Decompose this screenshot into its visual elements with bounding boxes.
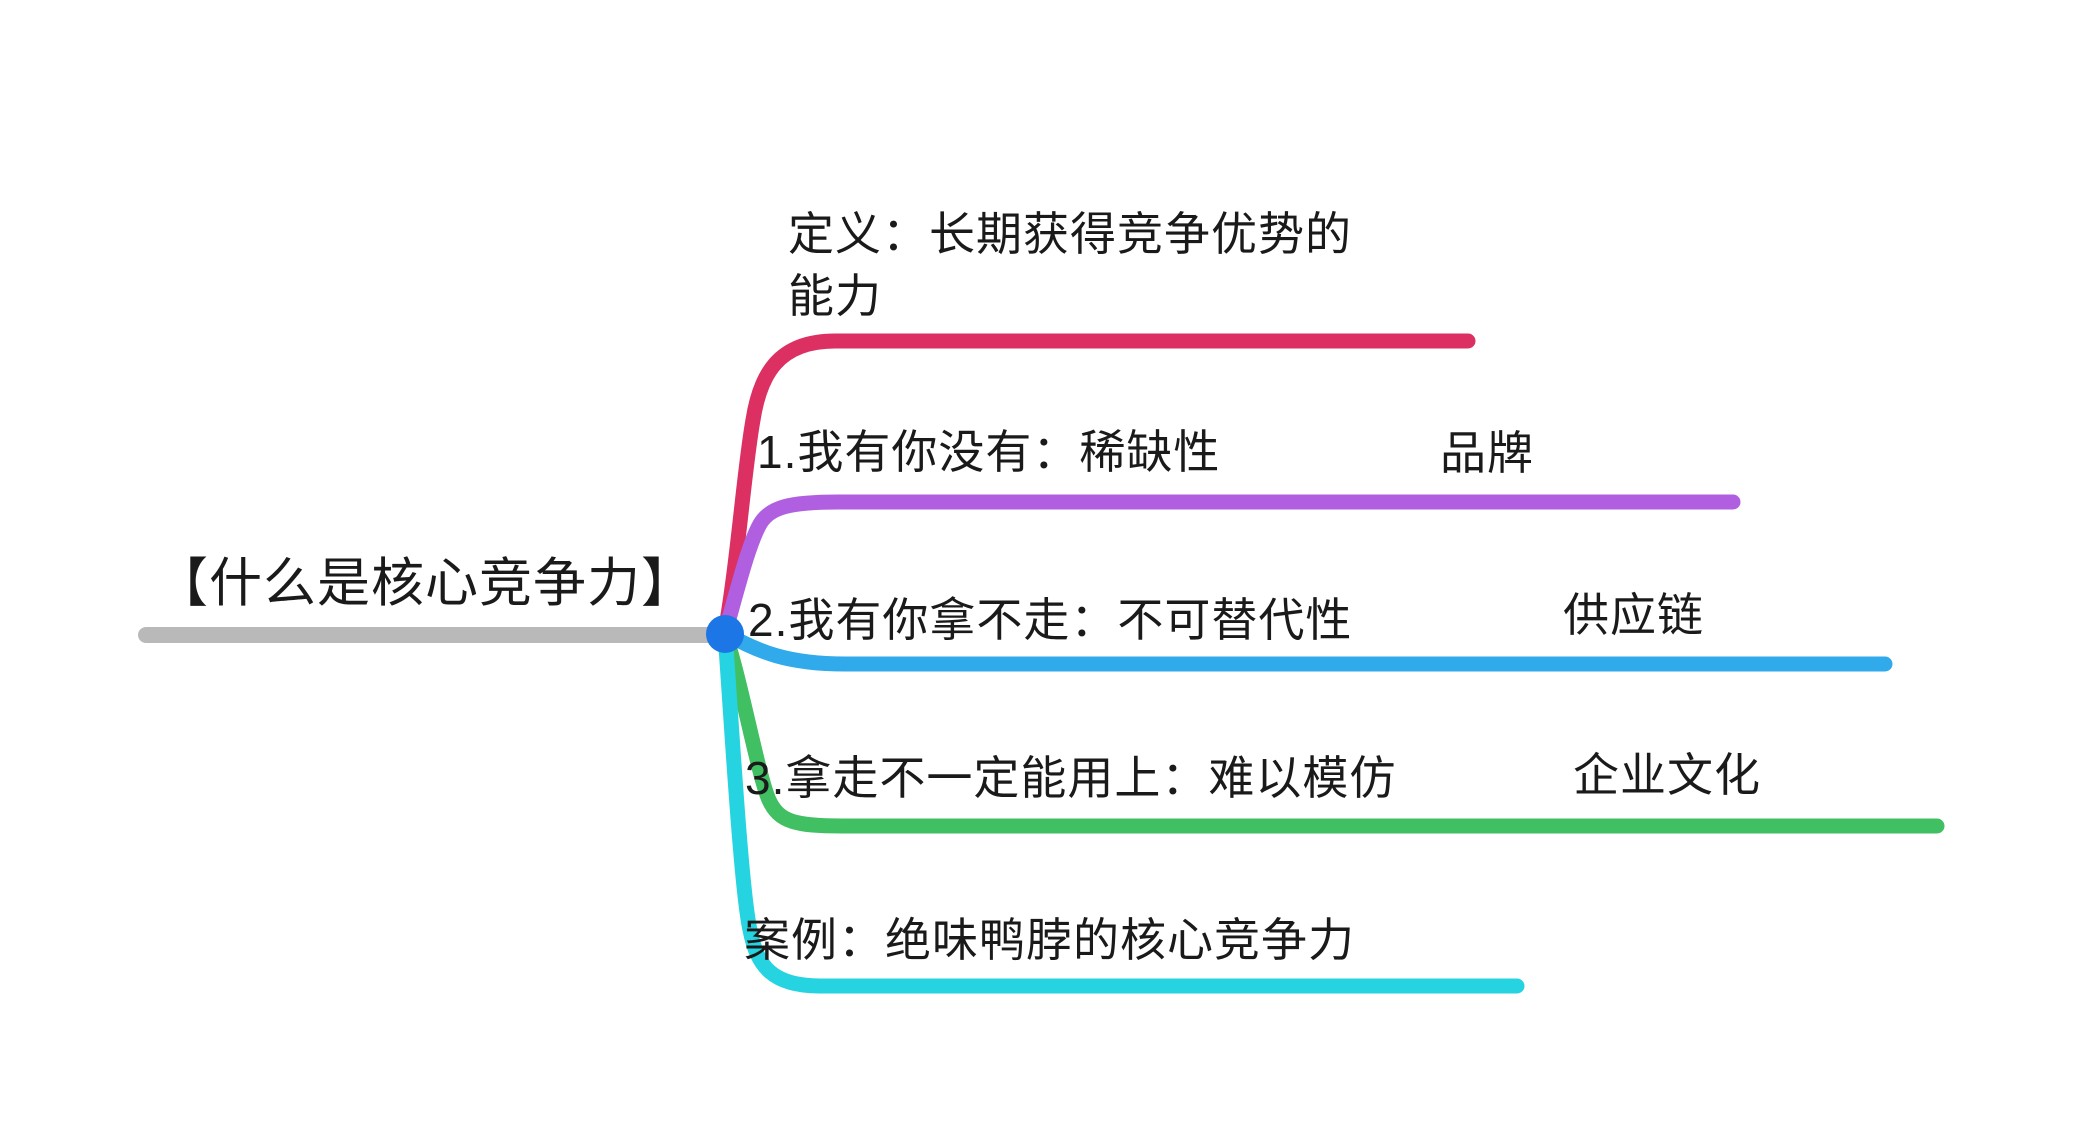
branch-connector-scarcity xyxy=(717,494,1741,641)
root-node-label[interactable]: 【什么是核心竞争力】 xyxy=(155,554,695,613)
branch-node-case-study[interactable]: 案例：绝味鸭脖的核心竞争力 xyxy=(744,914,1355,966)
branch-node-hard-to-imitate[interactable]: 3.拿走不一定能用上：难以模仿 xyxy=(745,752,1397,804)
child-node-supply-chain[interactable]: 供应链 xyxy=(1563,589,1704,641)
branch-node-irreplaceability[interactable]: 2.我有你拿不走：不可替代性 xyxy=(748,594,1353,646)
branch-node-scarcity[interactable]: 1.我有你没有：稀缺性 xyxy=(757,426,1221,478)
child-node-corporate-culture[interactable]: 企业文化 xyxy=(1573,749,1761,801)
branch-node-definition[interactable]: 定义：长期获得竞争优势的 能力 xyxy=(788,208,1352,322)
branch-connector-definition xyxy=(717,333,1476,641)
branch-connector-case-study xyxy=(717,625,1525,994)
hub-dot[interactable] xyxy=(706,615,744,653)
child-node-brand[interactable]: 品牌 xyxy=(1440,427,1534,479)
branch-connector-hard-to-imitate xyxy=(717,625,1945,834)
